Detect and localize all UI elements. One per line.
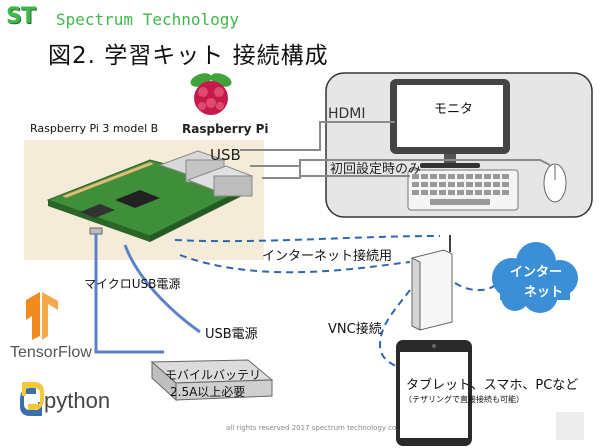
- micro-usb-power-label: マイクロUSB電源: [84, 277, 181, 291]
- hdmi-cable: [240, 121, 395, 151]
- tensorflow-logo-icon: [26, 292, 58, 340]
- router-to-cloud-link: [454, 282, 495, 292]
- company-name: Spectrum Technology: [56, 10, 240, 29]
- internet-connection-label: インターネット接続用: [262, 249, 393, 264]
- monitor: [390, 79, 510, 168]
- internet-cloud-label-line1: インター: [510, 265, 563, 280]
- internet-cloud: [492, 242, 578, 313]
- mobile-battery-requirement: 2.5A以上必要: [170, 385, 246, 399]
- usb-label: USB: [210, 146, 241, 164]
- mouse-icon: [543, 163, 567, 203]
- keyboard-icon: [407, 169, 519, 211]
- first-setup-only-label: 初回設定時のみ: [330, 162, 422, 177]
- raspberry-pi-board: [46, 150, 254, 242]
- micro-usb-power-cable: [94, 234, 164, 354]
- internet-link-upper: [174, 235, 441, 243]
- usb-power-label: USB電源: [205, 327, 258, 342]
- monitor-label: モニタ: [434, 102, 474, 117]
- decorative-gray-block: [556, 412, 584, 440]
- mobile-battery-label: モバイルバッテリ: [165, 368, 262, 382]
- python-logo-text: python: [44, 388, 111, 413]
- raspberry-pi-model-label: Raspberry Pi 3 model B: [30, 122, 159, 135]
- tethering-note: （テザリングで直接接続も可能）: [404, 395, 524, 404]
- usb-mouse-cable: [262, 159, 551, 179]
- vnc-connection-label: VNC接続: [328, 322, 382, 337]
- vnc-link: [378, 289, 411, 373]
- copyright-notice: all rights reserved 2017 spectrum techno…: [226, 424, 399, 432]
- tablet: [396, 340, 472, 446]
- company-logo-mark: ST: [6, 4, 36, 29]
- internet-cloud-label-line2: ネット: [524, 285, 564, 300]
- usb-power-cable: [123, 244, 201, 334]
- tensorflow-logo-text: TensorFlow: [10, 344, 92, 361]
- raspberry-pi-logo-text: Raspberry Pi: [182, 122, 269, 136]
- raspberry-pi-logo: [190, 73, 232, 115]
- client-devices-label: タブレット、スマホ、PCなど: [406, 378, 579, 393]
- hdmi-label: HDMI: [328, 106, 366, 122]
- wifi-router-icon: [411, 235, 453, 331]
- page-title: 図2. 学習キット 接続構成: [48, 43, 329, 69]
- python-logo-icon: [20, 382, 44, 416]
- mobile-battery: [150, 359, 274, 402]
